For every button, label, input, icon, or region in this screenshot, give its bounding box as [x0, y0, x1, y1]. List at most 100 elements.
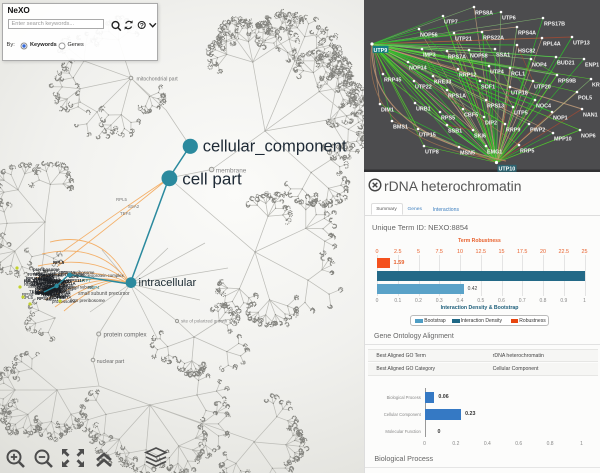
svg-text:NAN1: NAN1 — [583, 112, 598, 118]
svg-text:SSB1: SSB1 — [448, 128, 462, 134]
svg-text:?: ? — [140, 22, 144, 29]
svg-text:SSA1: SSA1 — [496, 52, 510, 58]
svg-text:RPS13: RPS13 — [487, 103, 504, 109]
svg-text:mitochondrial part: mitochondrial part — [137, 77, 179, 83]
svg-text:RPL5: RPL5 — [45, 279, 57, 284]
svg-text:UTP18: UTP18 — [511, 90, 528, 96]
svg-text:RPL11B: RPL11B — [50, 294, 66, 299]
svg-text:90S preribosome: 90S preribosome — [70, 298, 105, 303]
svg-text:NOP56: NOP56 — [39, 275, 54, 280]
svg-text:RPL5: RPL5 — [116, 197, 128, 202]
svg-text:RPL6B: RPL6B — [45, 292, 59, 297]
svg-text:NOP58: NOP58 — [470, 53, 488, 59]
svg-text:RPS7A: RPS7A — [448, 54, 466, 60]
svg-text:UTP7: UTP7 — [444, 19, 458, 25]
svg-text:CBF5: CBF5 — [34, 278, 46, 283]
svg-text:KRE33: KRE33 — [39, 273, 54, 278]
svg-text:RPL13A: RPL13A — [38, 282, 54, 287]
svg-text:RPS1A: RPS1A — [28, 272, 42, 277]
svg-text:NOP6: NOP6 — [581, 133, 596, 139]
svg-text:EMG1: EMG1 — [487, 149, 502, 155]
svg-text:RPL3: RPL3 — [36, 291, 48, 296]
svg-text:RPS17B: RPS17B — [544, 21, 565, 27]
svg-text:EMG1: EMG1 — [46, 297, 59, 302]
svg-text:NOP1: NOP1 — [30, 282, 43, 287]
svg-text:RPS1A: RPS1A — [39, 278, 54, 283]
svg-text:KRE33: KRE33 — [48, 280, 63, 285]
svg-text:SSB1: SSB1 — [44, 279, 56, 284]
svg-text:RPS7A: RPS7A — [37, 284, 51, 289]
svg-text:CBF5: CBF5 — [51, 287, 63, 292]
svg-text:NOC4: NOC4 — [536, 103, 551, 109]
svg-text:RPP0: RPP0 — [42, 290, 54, 295]
svg-text:UTP9: UTP9 — [374, 48, 388, 54]
svg-text:RPL5: RPL5 — [54, 278, 66, 283]
svg-text:RPL13A: RPL13A — [50, 289, 68, 294]
svg-text:RPS11A: RPS11A — [68, 278, 86, 283]
svg-text:RRP5: RRP5 — [38, 287, 50, 292]
svg-text:RPS5: RPS5 — [59, 290, 71, 295]
svg-text:RRP9: RRP9 — [506, 127, 520, 133]
svg-text:RPS13: RPS13 — [24, 282, 38, 287]
svg-text:UTP20: UTP20 — [534, 84, 551, 90]
svg-text:small subunit precursor: small subunit precursor — [78, 291, 130, 297]
svg-text:RRP5: RRP5 — [43, 284, 55, 289]
svg-text:RPS13: RPS13 — [37, 296, 51, 301]
svg-text:RPL6B: RPL6B — [24, 279, 38, 284]
svg-text:SSA2: SSA2 — [28, 284, 40, 289]
svg-text:intracellular: intracellular — [139, 277, 197, 289]
svg-text:RPS5: RPS5 — [31, 283, 43, 288]
svg-text:RPL5: RPL5 — [49, 287, 61, 292]
svg-text:SOF1: SOF1 — [481, 84, 495, 90]
svg-text:MPP10: MPP10 — [554, 136, 572, 142]
svg-text:UTP7: UTP7 — [80, 278, 91, 283]
svg-text:RPS4A: RPS4A — [518, 30, 536, 36]
svg-text:TEF4: TEF4 — [44, 279, 55, 284]
svg-text:KRE33: KRE33 — [434, 79, 451, 85]
svg-text:NOP4: NOP4 — [88, 285, 100, 290]
svg-text:nuclear part: nuclear part — [97, 359, 125, 365]
svg-text:RPS1A: RPS1A — [61, 281, 76, 286]
svg-text:protein complex: protein complex — [104, 331, 147, 338]
svg-text:RPS13: RPS13 — [35, 285, 49, 290]
svg-text:RPS5: RPS5 — [37, 290, 49, 295]
svg-text:RPS7A: RPS7A — [57, 295, 71, 300]
svg-text:RPS11A: RPS11A — [44, 284, 61, 289]
svg-text:UTP10: UTP10 — [48, 272, 62, 277]
svg-text:RPL4A: RPL4A — [41, 274, 55, 279]
svg-text:NOP1: NOP1 — [41, 287, 54, 292]
svg-text:RPL17A: RPL17A — [39, 280, 55, 285]
svg-text:RRP12: RRP12 — [56, 285, 71, 290]
svg-text:RPL11B: RPL11B — [43, 291, 59, 296]
svg-text:UTP8: UTP8 — [425, 149, 439, 155]
svg-text:RPL8A: RPL8A — [52, 283, 67, 288]
svg-text:RPL6B: RPL6B — [34, 277, 48, 282]
svg-text:TEF4: TEF4 — [29, 289, 40, 294]
svg-text:NOP1: NOP1 — [34, 281, 47, 286]
svg-text:RPS7A: RPS7A — [41, 291, 55, 296]
svg-text:90S preribosome: 90S preribosome — [61, 270, 95, 275]
svg-text:NOP4: NOP4 — [532, 62, 547, 68]
svg-text:RPS5: RPS5 — [22, 292, 34, 297]
svg-text:RPP0: RPP0 — [59, 292, 71, 297]
svg-text:DIP2: DIP2 — [69, 274, 79, 279]
svg-text:RPL11B: RPL11B — [57, 287, 73, 292]
svg-text:ribonucleoprotein complex: ribonucleoprotein complex — [74, 273, 125, 278]
svg-text:NOP56: NOP56 — [62, 286, 77, 291]
svg-text:EMG1: EMG1 — [42, 274, 55, 279]
svg-text:MSN5: MSN5 — [460, 150, 475, 156]
svg-text:RPS22A: RPS22A — [45, 289, 62, 294]
svg-text:PWP2: PWP2 — [530, 127, 545, 133]
svg-text:ribosomal subunit: ribosomal subunit — [61, 285, 95, 290]
svg-text:RPL11B: RPL11B — [24, 278, 40, 283]
svg-text:SSA2: SSA2 — [32, 290, 44, 295]
svg-text:RPS5: RPS5 — [49, 286, 61, 291]
svg-text:RPS5: RPS5 — [50, 289, 62, 294]
svg-text:RRP5: RRP5 — [43, 277, 55, 282]
svg-text:RCL1: RCL1 — [511, 71, 525, 77]
svg-text:TEF4: TEF4 — [46, 289, 57, 294]
svg-text:membrane: membrane — [216, 167, 247, 174]
svg-text:KR: KR — [592, 82, 600, 88]
svg-text:RPS7A: RPS7A — [35, 287, 50, 292]
svg-text:UTP13: UTP13 — [573, 40, 590, 46]
